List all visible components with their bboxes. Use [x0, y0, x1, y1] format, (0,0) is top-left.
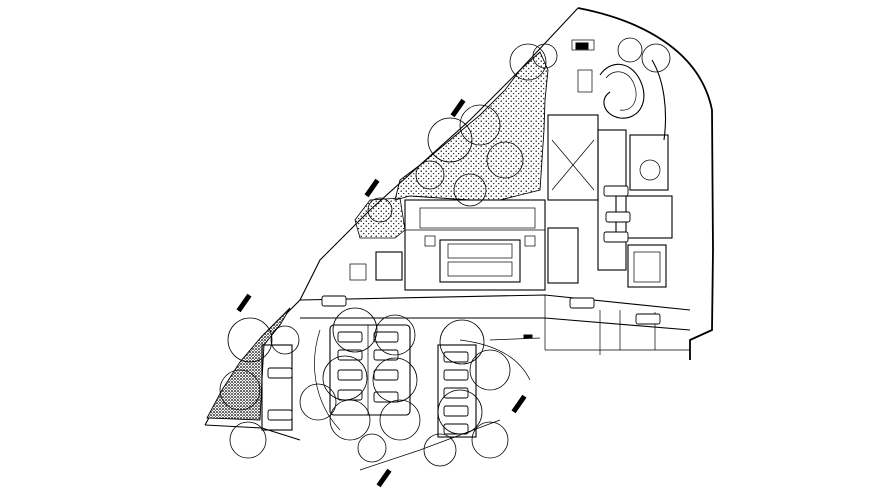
parked-car: [443, 369, 469, 381]
tree-canopy: [437, 389, 483, 435]
parked-car: [443, 405, 469, 417]
tree-canopy: [427, 117, 473, 163]
tree-canopy: [322, 355, 368, 401]
tree-canopy: [423, 433, 457, 467]
tree-canopy: [532, 43, 558, 69]
tree-canopy: [471, 421, 509, 459]
parked-car: [337, 331, 363, 343]
tree-canopy: [439, 319, 485, 365]
parked-car: [373, 391, 399, 403]
parked-car: [373, 331, 399, 343]
tree-canopy: [227, 317, 273, 363]
parked-car: [373, 369, 399, 381]
tree-canopy: [486, 141, 524, 179]
parked-car: [635, 313, 661, 325]
landscape-hatch-bottom-left: [206, 307, 291, 421]
parked-car: [337, 369, 363, 381]
tree-canopy: [299, 383, 337, 421]
tree-canopy: [357, 433, 387, 463]
tree-canopy: [332, 307, 378, 353]
tree-canopy: [453, 173, 487, 207]
parked-cars: [267, 185, 661, 435]
tree-canopy: [415, 160, 445, 190]
tree-canopy: [229, 421, 267, 459]
tree-canopy: [617, 37, 643, 63]
parked-car: [569, 297, 595, 309]
tree-canopy: [374, 314, 416, 356]
tree-canopies: [219, 37, 671, 467]
parked-car: [603, 185, 629, 197]
tree-canopy: [219, 369, 261, 411]
parked-car: [603, 231, 629, 243]
parked-car: [443, 423, 469, 435]
parked-car: [337, 349, 363, 361]
landscape-hatch-top: [354, 51, 549, 239]
pool-feature: [571, 39, 666, 141]
tree-canopy: [469, 349, 511, 391]
tree-canopy: [509, 43, 547, 81]
main-building: [349, 199, 546, 291]
parked-car: [267, 367, 293, 379]
parking-area: [261, 324, 477, 438]
tree-canopy: [270, 325, 300, 355]
parked-car: [443, 387, 469, 399]
circulation-lines: [314, 329, 541, 471]
east-wing: [547, 114, 673, 288]
parked-car: [321, 295, 347, 307]
tree-canopy: [367, 197, 393, 223]
tree-canopy: [641, 43, 671, 73]
parked-car: [443, 351, 469, 363]
parked-car: [267, 409, 293, 421]
tree-canopy: [459, 104, 501, 146]
section-markers: [236, 42, 589, 488]
tree-canopy: [379, 399, 421, 441]
access-road: [299, 294, 691, 355]
tree-canopy: [329, 399, 371, 441]
tree-canopy: [372, 357, 418, 403]
parked-car: [605, 211, 631, 223]
